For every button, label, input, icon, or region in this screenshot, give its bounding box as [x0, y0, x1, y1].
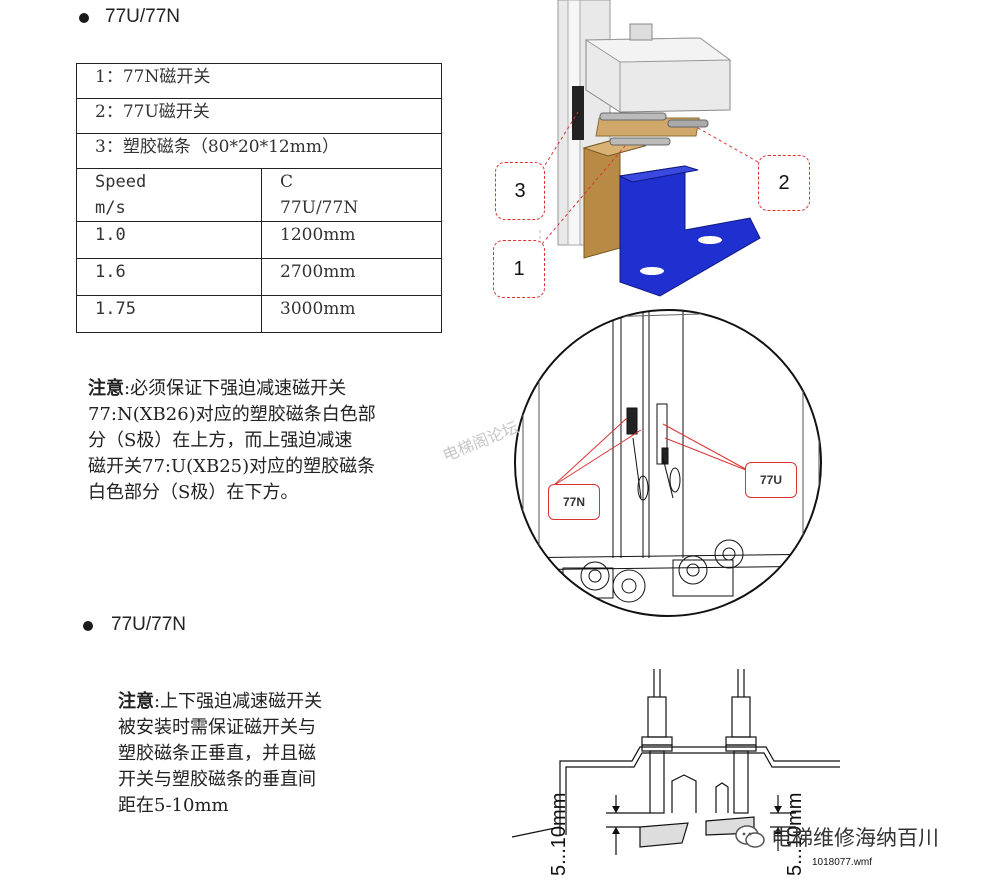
note-2-line: 被安装时需保证磁开关与	[118, 717, 316, 738]
header-speed-label: Speed	[95, 172, 147, 192]
note-1-line: 白色部分（S极）在下方。	[88, 482, 299, 503]
table-header-c: C 77U/77N	[261, 168, 442, 222]
speed-distance-table: 1：77N磁开关 2：77U磁开关 3：塑胶磁条（80*20*12mm） Spe…	[76, 63, 442, 333]
section2-heading: 77U/77N	[111, 614, 186, 635]
note-1-line: 磁开关77:U(XB25)对应的塑胶磁条	[88, 456, 376, 477]
callout-3: 3	[495, 162, 545, 220]
note-2-label: 注意	[118, 691, 154, 712]
note-2: 注意:上下强迫减速磁开关 被安装时需保证磁开关与 塑胶磁条正垂直，并且磁 开关与…	[118, 689, 388, 819]
table-row: 1：77N磁开关	[76, 63, 442, 99]
callout-1: 1	[493, 240, 545, 298]
brand-watermark: 电梯维修海纳百川	[735, 822, 939, 852]
table-row: 2：77U磁开关	[76, 98, 442, 134]
dimension-left: 5...10mm	[548, 792, 570, 876]
bullet-icon	[79, 13, 89, 23]
table-cell-c: 3000mm	[261, 295, 442, 333]
table-cell-speed: 1.0	[76, 221, 262, 259]
note-1-label: 注意	[88, 378, 124, 399]
note-2-line: :上下强迫减速磁开关	[154, 691, 323, 712]
note-1: 注意:必须保证下强迫减速磁开关 77:N(XB26)对应的塑胶磁条白色部 分（S…	[88, 376, 428, 506]
file-name: 1018077.wmf	[812, 857, 873, 868]
brand-text: 电梯维修海纳百川	[771, 826, 939, 850]
table-cell-speed: 1.75	[76, 295, 262, 333]
table-cell-c: 1200mm	[261, 221, 442, 259]
header-c-sub: 77U/77N	[280, 198, 359, 218]
table-header-speed: Speed m/s	[76, 168, 262, 222]
section1-heading: 77U/77N	[105, 6, 180, 27]
label-77u: 77U	[745, 462, 797, 498]
header-speed-unit: m/s	[95, 198, 126, 218]
table-cell-c: 2700mm	[261, 258, 442, 296]
table-row: 3：塑胶磁条（80*20*12mm）	[76, 133, 442, 169]
note-1-line: 分（S极）在上方，而上强迫减速	[88, 430, 353, 451]
chat-bubble-icon	[735, 825, 765, 848]
note-2-line: 开关与塑胶磁条的垂直间	[118, 769, 316, 790]
callout-2: 2	[758, 155, 810, 211]
note-2-line: 塑胶磁条正垂直，并且磁	[118, 743, 316, 764]
note-2-line: 距在5-10mm	[118, 795, 229, 816]
switch-assembly-illustration	[539, 0, 761, 297]
bullet-icon	[83, 621, 93, 631]
header-c-label: C	[280, 172, 294, 192]
note-1-line: :必须保证下强迫减速磁开关	[124, 378, 347, 399]
circular-detail-illustration	[514, 309, 822, 617]
label-77n: 77N	[548, 484, 600, 520]
note-1-line: 77:N(XB26)对应的塑胶磁条白色部	[88, 404, 376, 425]
table-cell-speed: 1.6	[76, 258, 262, 296]
